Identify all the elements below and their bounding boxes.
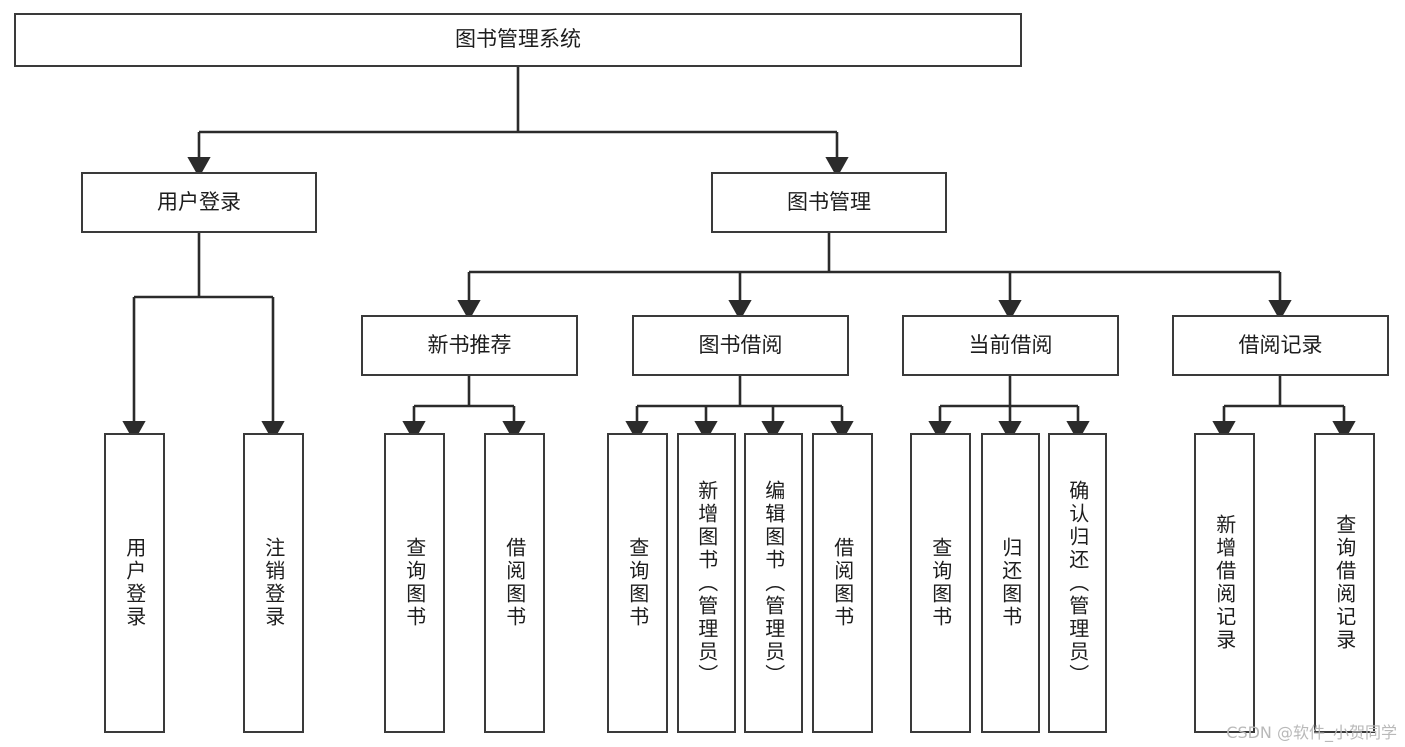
node-book-management-system[interactable]: 图书管理系统	[14, 13, 1022, 67]
leaf-query-borrow-record[interactable]: 查询借阅记录	[1314, 433, 1375, 733]
node-label: 新书推荐	[427, 332, 512, 357]
node-label: 确认归还（管理员）	[1065, 479, 1090, 687]
node-borrow-record[interactable]: 借阅记录	[1172, 315, 1389, 376]
node-label: 注销登录	[261, 537, 286, 629]
node-label: 借阅图书	[502, 537, 527, 629]
leaf-borrow-book-borrow[interactable]: 借阅图书	[812, 433, 873, 733]
node-label: 新增借阅记录	[1212, 514, 1237, 652]
leaf-borrow-book-recommend[interactable]: 借阅图书	[484, 433, 545, 733]
leaf-logout-login[interactable]: 注销登录	[243, 433, 304, 733]
leaf-confirm-return-admin[interactable]: 确认归还（管理员）	[1048, 433, 1107, 733]
node-new-book-recommend[interactable]: 新书推荐	[361, 315, 578, 376]
node-label: 图书管理	[787, 189, 871, 214]
node-current-borrow[interactable]: 当前借阅	[902, 315, 1119, 376]
node-label: 借阅记录	[1238, 332, 1323, 357]
node-label: 查询图书	[928, 537, 953, 629]
leaf-query-book-current[interactable]: 查询图书	[910, 433, 971, 733]
leaf-add-borrow-record[interactable]: 新增借阅记录	[1194, 433, 1255, 733]
node-book-borrow[interactable]: 图书借阅	[632, 315, 849, 376]
node-user-login[interactable]: 用户登录	[81, 172, 317, 233]
node-label: 查询图书	[402, 537, 427, 629]
csdn-watermark: CSDN @软件_小贺同学	[1226, 723, 1397, 742]
leaf-edit-book-admin[interactable]: 编辑图书（管理员）	[744, 433, 803, 733]
node-label: 查询图书	[625, 537, 650, 629]
node-label: 用户登录	[122, 537, 147, 629]
leaf-query-book-borrow[interactable]: 查询图书	[607, 433, 668, 733]
node-book-management[interactable]: 图书管理	[711, 172, 947, 233]
leaf-return-book[interactable]: 归还图书	[981, 433, 1040, 733]
node-label: 查询借阅记录	[1332, 514, 1357, 652]
node-label: 新增图书（管理员）	[694, 479, 719, 687]
leaf-add-book-admin[interactable]: 新增图书（管理员）	[677, 433, 736, 733]
node-label: 用户登录	[157, 189, 241, 214]
node-label: 图书借阅	[698, 332, 783, 357]
node-label: 当前借阅	[968, 332, 1053, 357]
leaf-user-login[interactable]: 用户登录	[104, 433, 165, 733]
node-label: 借阅图书	[830, 537, 855, 629]
node-label: 图书管理系统	[455, 27, 581, 52]
leaf-query-book-recommend[interactable]: 查询图书	[384, 433, 445, 733]
node-label: 编辑图书（管理员）	[761, 479, 786, 687]
node-label: 归还图书	[998, 537, 1023, 629]
